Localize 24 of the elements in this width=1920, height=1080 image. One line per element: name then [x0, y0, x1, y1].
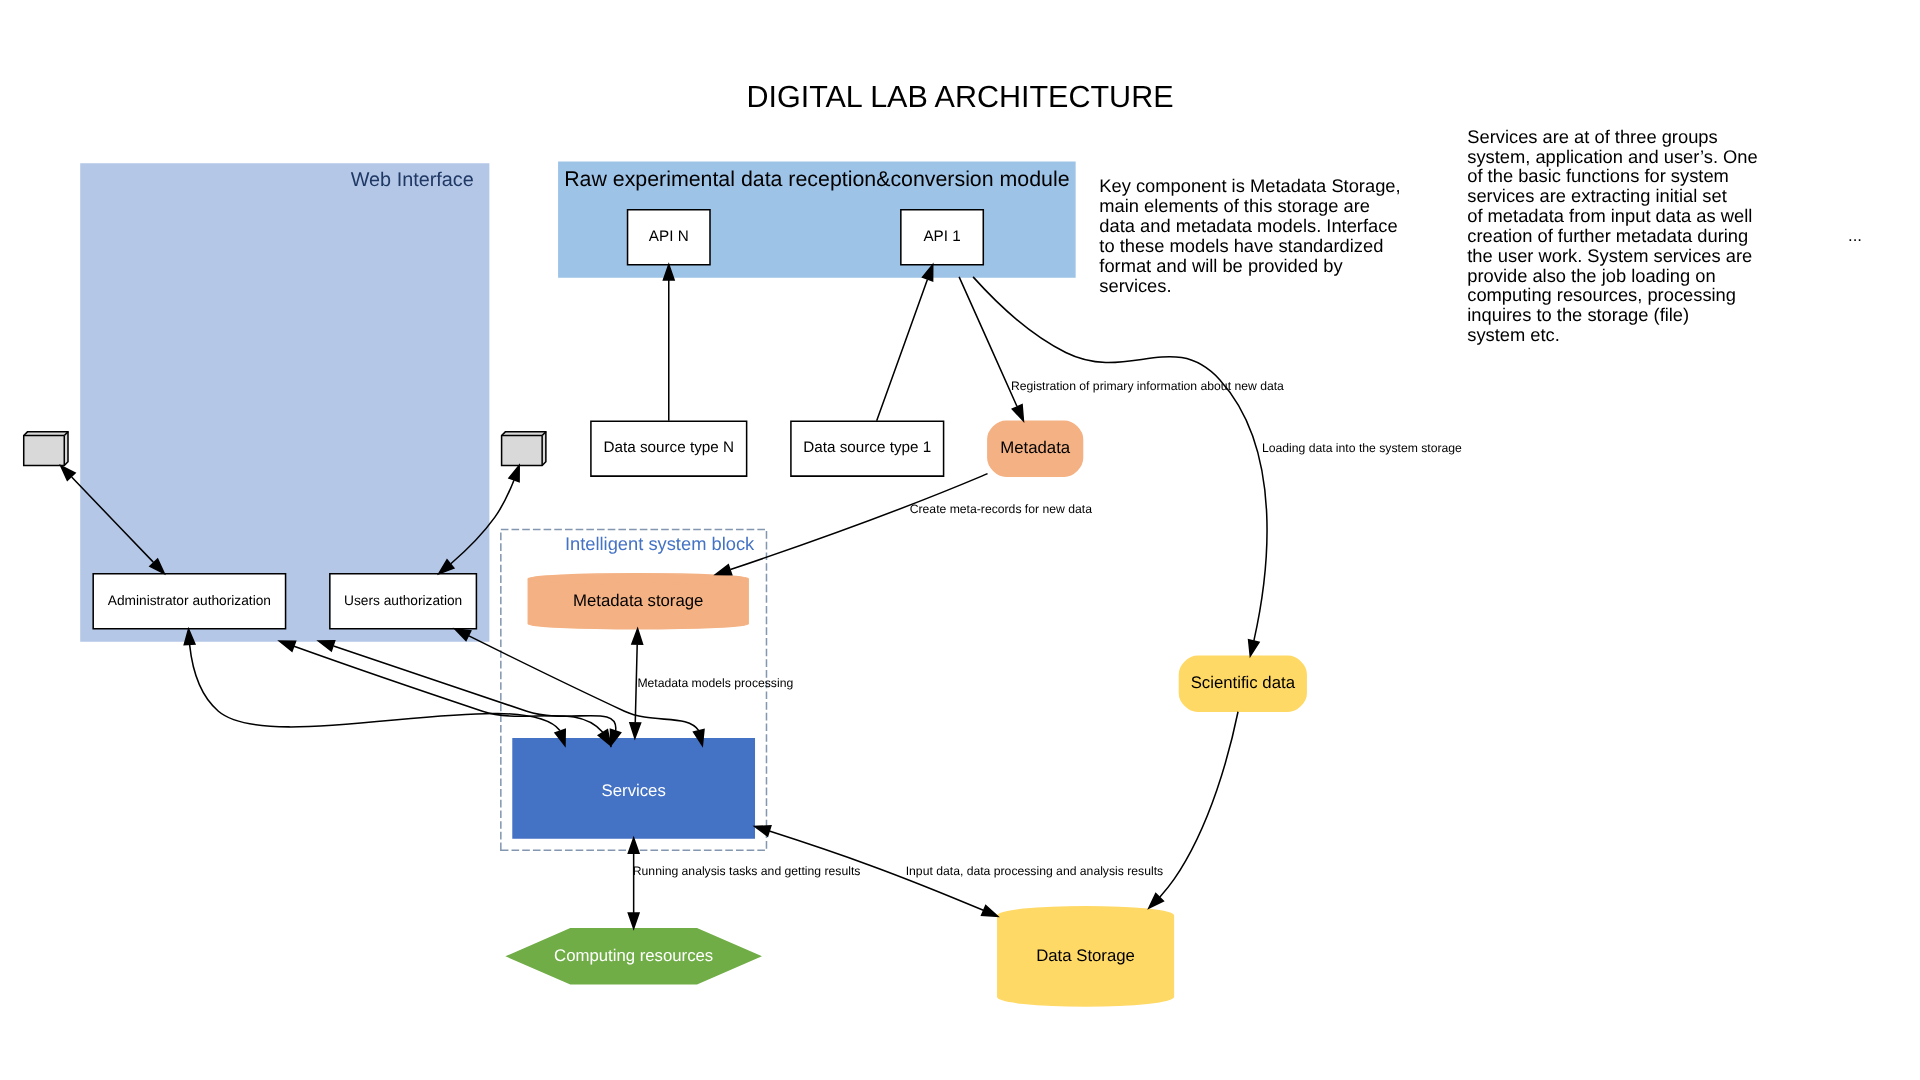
label: Services are at of three groups system, application and user’s. One of the basic functions for system services are extracting initial set of metadata from input data as well creation of further metadata during the user work. System services are provide also the job loading on computing resources, processing inquires to the storage (file) system etc. [1467, 125, 1758, 345]
arrow [628, 625, 644, 740]
node-box: API N [626, 207, 711, 265]
arrow [713, 471, 989, 575]
arrow [183, 625, 566, 747]
arrow [1147, 709, 1239, 909]
arrow [958, 275, 1025, 422]
node-box: Data source type N [590, 419, 748, 476]
label: ... [1848, 224, 1863, 245]
arrow [662, 261, 676, 421]
node-box: Services [512, 736, 756, 838]
arrow [627, 834, 641, 930]
node-box: API 1 [900, 207, 985, 265]
label: Key component is Metadata Storage, main elements of this storage are data and metadata models. Interface to these models have standardized format and will be provided by services. [1099, 175, 1401, 295]
arrow [59, 462, 166, 575]
arrow [875, 261, 934, 421]
node-box: Data source type 1 [790, 419, 945, 476]
arrow [452, 626, 705, 747]
arrow [752, 824, 1000, 917]
node-box: Metadata [987, 419, 1084, 476]
arrow [436, 462, 520, 575]
node-box: Scientific data [1178, 654, 1307, 711]
diagram-title: DIGITAL LAB ARCHITECTURE [746, 79, 1174, 114]
arrow [972, 275, 1268, 658]
